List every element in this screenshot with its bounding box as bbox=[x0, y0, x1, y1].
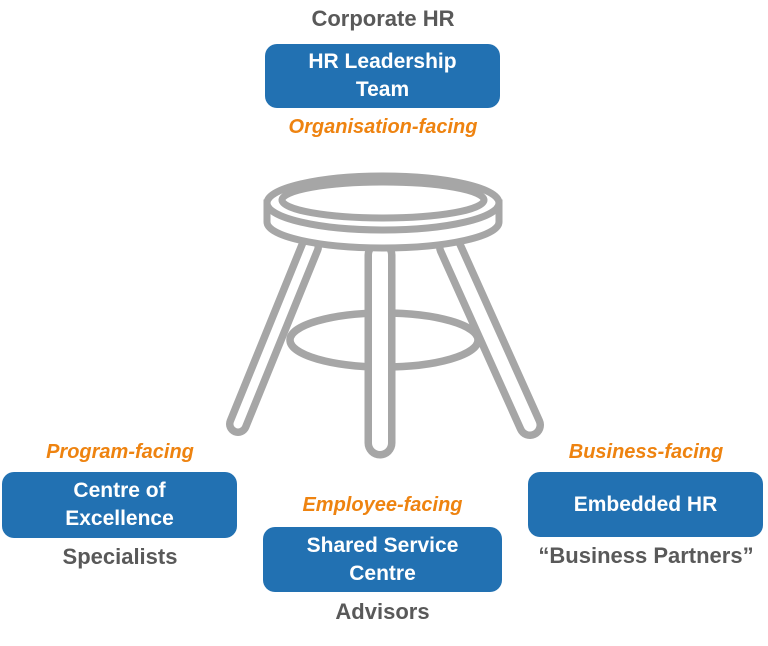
embedded-hr-line1: Embedded HR bbox=[573, 492, 718, 516]
stool-left-leg bbox=[226, 235, 322, 436]
advisors-label: Advisors bbox=[335, 599, 430, 624]
hr-leadership-team-box: HR Leadership Team bbox=[265, 44, 500, 108]
centre-of-excellence-line2: Excellence bbox=[65, 507, 174, 530]
stool-right-leg bbox=[436, 233, 544, 439]
organisation-facing-label: Organisation-facing bbox=[288, 116, 478, 138]
centre-of-excellence-line1: Centre of bbox=[73, 479, 166, 502]
shared-service-centre-box: Shared Service Centre bbox=[263, 527, 502, 592]
hr-leadership-team-line2: Team bbox=[355, 78, 410, 101]
stool-seat-inner-rim bbox=[278, 178, 488, 222]
business-facing-label: Business-facing bbox=[568, 441, 724, 463]
business-partners-label: “Business Partners” bbox=[538, 543, 754, 568]
embedded-hr-box: Embedded HR bbox=[528, 472, 763, 537]
shared-service-centre-line2: Centre bbox=[349, 561, 416, 585]
three-legged-stool-icon bbox=[226, 172, 544, 459]
specialists-label: Specialists bbox=[62, 544, 178, 569]
shared-service-centre-line1: Shared Service bbox=[306, 533, 459, 557]
corporate-hr-label: Corporate HR bbox=[311, 6, 455, 31]
program-facing-label: Program-facing bbox=[46, 441, 194, 463]
hr-leadership-team-line1: HR Leadership bbox=[308, 50, 457, 73]
centre-of-excellence-box: Centre of Excellence bbox=[2, 472, 237, 538]
employee-facing-label: Employee-facing bbox=[302, 494, 463, 516]
